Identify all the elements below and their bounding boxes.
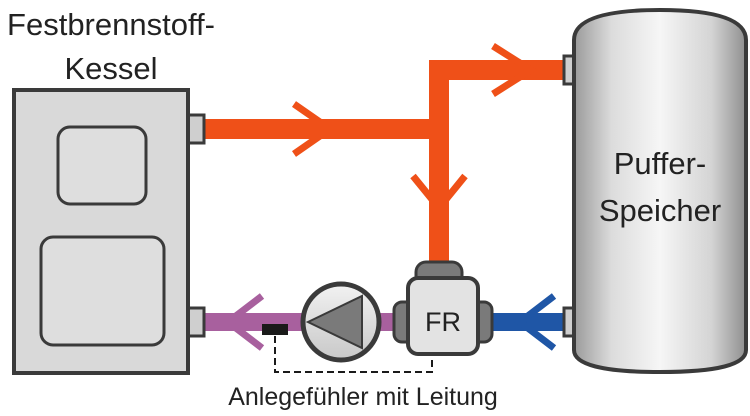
hot-pipe-boiler-to-tee (198, 119, 448, 139)
sensor-cable (274, 336, 433, 373)
cold-flow-pipes (485, 293, 571, 351)
flow-arrow-right-icon (491, 43, 538, 97)
hot-flow-pipes (198, 43, 571, 270)
circulation-pump (300, 281, 382, 363)
sensor-label: Anlegefühler mit Leitung (228, 383, 498, 411)
cold-pipe-from-tank (485, 313, 571, 331)
hot-pipe-riser (429, 60, 449, 270)
flow-arrow-left-icon (222, 293, 265, 351)
boiler-label-line1: Festbrennstoff- (7, 7, 215, 42)
boiler-upper-door (56, 125, 148, 206)
buffer-tank (562, 7, 748, 375)
mixing-valve: FR (392, 260, 494, 356)
tank-body (572, 7, 748, 375)
valve-body (406, 276, 480, 356)
boiler-label-line2: Kessel (64, 51, 157, 86)
sensor-probe (262, 324, 288, 335)
valve-label: FR (425, 307, 461, 337)
flow-arrow-down-icon (410, 173, 468, 214)
tank-label-line2: Speicher (599, 193, 721, 228)
tank-label-line1: Puffer- (614, 146, 706, 181)
boiler-lower-door (39, 235, 166, 347)
boiler (12, 88, 206, 375)
flow-arrow-left-icon (514, 293, 557, 351)
pump-triangle-icon (305, 294, 363, 350)
flow-arrow-right-icon (292, 101, 337, 157)
hot-pipe-to-tank (429, 60, 571, 80)
contact-sensor (262, 324, 433, 373)
